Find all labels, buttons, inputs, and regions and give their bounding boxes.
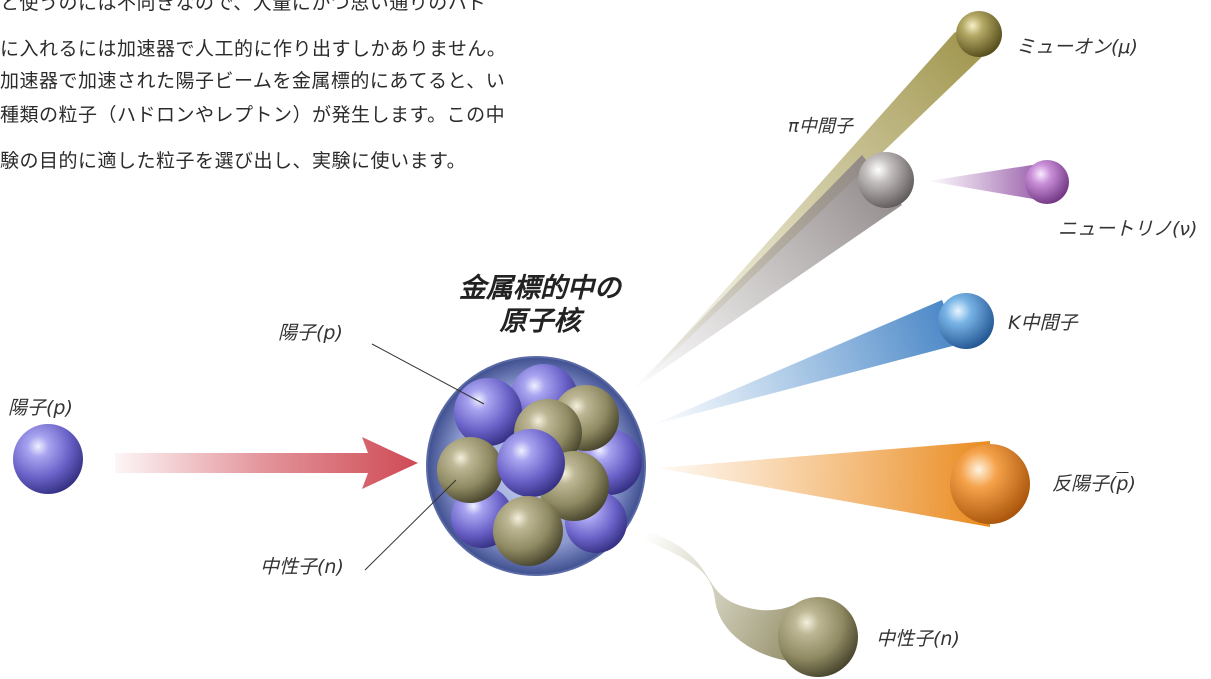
muon-label: ミューオン(μ) (1016, 36, 1138, 58)
intro-line: 加速器で加速された陽子ビームを金属標的にあてると、い (0, 70, 506, 92)
nucleon-proton (454, 378, 522, 446)
neutron-trail (645, 530, 812, 663)
nucleon-neutron (493, 496, 563, 566)
neutrino-trail (928, 163, 1045, 201)
nucleus-title-line1: 金属標的中の (459, 273, 621, 304)
pion-trail (630, 155, 902, 392)
leader-line-neutron (364, 479, 457, 571)
antiproton-label-prefix: 反陽子( (1052, 473, 1117, 495)
nucleus-title: 金属標的中の 原子核 (440, 272, 640, 338)
nucleon-proton (497, 429, 565, 497)
antiproton-label-suffix: ) (1128, 473, 1136, 495)
kaon-label: K中間子 (1008, 312, 1078, 334)
outgoing-neutron-label: 中性子(n) (876, 628, 960, 650)
antiproton-sphere (950, 444, 1030, 524)
neutrino-label: ニュートリノ(ν) (1058, 218, 1198, 240)
nucleon-neutron (437, 437, 503, 503)
antiproton-trail (658, 441, 990, 527)
nucleus-neutron-label: 中性子(n) (260, 556, 344, 578)
pion-sphere (858, 152, 914, 208)
incoming-proton-sphere (13, 424, 83, 494)
intro-line: と使うのには不向きなので、大量にかつ思い通りのハド (0, 0, 487, 14)
intro-line: に入れるには加速器で人工的に作り出すしかありません。 (0, 38, 507, 60)
antiproton-label-symbol: p (1116, 473, 1129, 495)
nucleus (426, 356, 646, 576)
pion-label: π中間子 (788, 116, 853, 137)
outgoing-neutron-sphere (778, 597, 858, 677)
nucleus-proton-label: 陽子(p) (278, 322, 343, 344)
beam-arrow (115, 437, 418, 489)
antiproton-label: 反陽子(p) (1052, 469, 1136, 496)
neutrino-sphere (1025, 160, 1069, 204)
intro-line: 験の目的に適した粒子を選び出し、実験に使います。 (0, 150, 467, 172)
kaon-sphere (938, 293, 994, 349)
incoming-proton-label: 陽子(p) (8, 397, 73, 419)
kaon-trail (652, 300, 960, 425)
muon-sphere (956, 11, 1002, 57)
intro-line: 種類の粒子（ハドロンやレプトン）が発生します。この中 (0, 104, 506, 126)
leader-line-proton (371, 343, 485, 405)
nucleus-title-line2: 原子核 (499, 306, 581, 337)
